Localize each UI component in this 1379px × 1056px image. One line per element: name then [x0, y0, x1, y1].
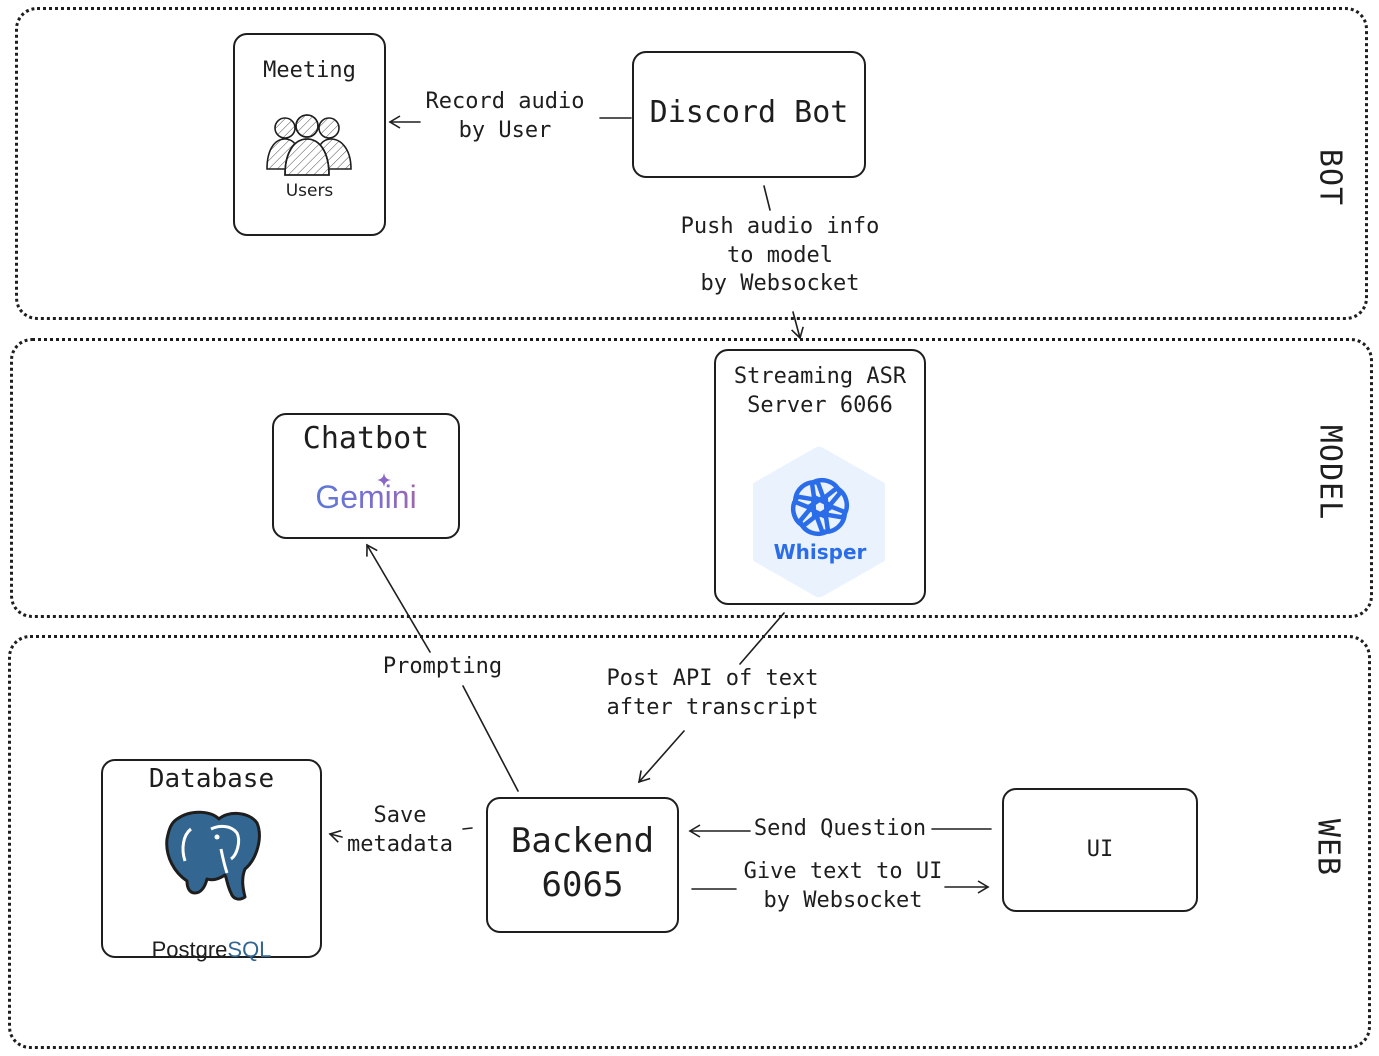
edge-prompt-arrow: [366, 543, 431, 653]
edge-save-arrow: [328, 829, 343, 843]
database-node[interactable]: Database PostgreSQL: [101, 759, 322, 962]
edge-post-line: [739, 612, 785, 665]
edge-label-record: Record audio by User: [425, 89, 585, 143]
postgresql-logo-text: PostgreSQL: [103, 907, 320, 964]
whisper-logo-text: Whisper: [773, 540, 867, 564]
discord-bot-title: Discord Bot: [649, 95, 849, 130]
meeting-title: Meeting: [263, 58, 356, 83]
ui-node[interactable]: UI: [1002, 788, 1198, 912]
users-icon: [266, 114, 352, 176]
database-title: Database: [148, 764, 275, 794]
backend-title: Backend 6065: [510, 821, 655, 906]
openai-logo-icon: [790, 478, 850, 536]
asr-server-title: Streaming ASR Server 6066: [733, 364, 907, 418]
model-zone: [10, 338, 1373, 618]
elephant-icon: [165, 810, 261, 901]
edge-label-prompting: Prompting: [382, 654, 503, 679]
meeting-caption: Users: [285, 181, 334, 201]
edge-push-arrow: [791, 311, 804, 340]
chatbot-title: Chatbot: [302, 421, 430, 456]
gemini-sparkle-icon: [377, 473, 391, 487]
gemini-logo-text: Gemini: [274, 477, 458, 519]
edge-push-line: [763, 185, 771, 211]
edge-prompt-line: [462, 685, 519, 792]
meeting-node[interactable]: Meeting Users: [233, 33, 386, 236]
edge-label-send: Send Question: [753, 816, 927, 841]
postgresql-logo-text-a: Postgre: [151, 936, 228, 962]
edge-save-line: [462, 827, 473, 830]
edge-label-save: Save metadata: [347, 803, 453, 857]
discord-bot-node[interactable]: Discord Bot: [632, 51, 866, 178]
edge-post-arrow: [637, 730, 685, 784]
edge-label-post: Post API of text after transcript: [606, 666, 819, 720]
backend-node[interactable]: Backend 6065: [486, 797, 679, 933]
ui-title: UI: [1086, 837, 1114, 862]
postgresql-logo-text-b: SQL: [227, 936, 272, 962]
edge-label-push: Push audio info to model by Websocket: [680, 214, 880, 297]
edge-label-give: Give text to UI by Websocket: [743, 859, 943, 913]
chatbot-node[interactable]: Chatbot Gemini: [272, 413, 460, 539]
bot-zone: [15, 7, 1368, 320]
web-zone: [8, 635, 1371, 1049]
asr-server-node[interactable]: Streaming ASR Server 6066 Whisper: [714, 349, 926, 605]
